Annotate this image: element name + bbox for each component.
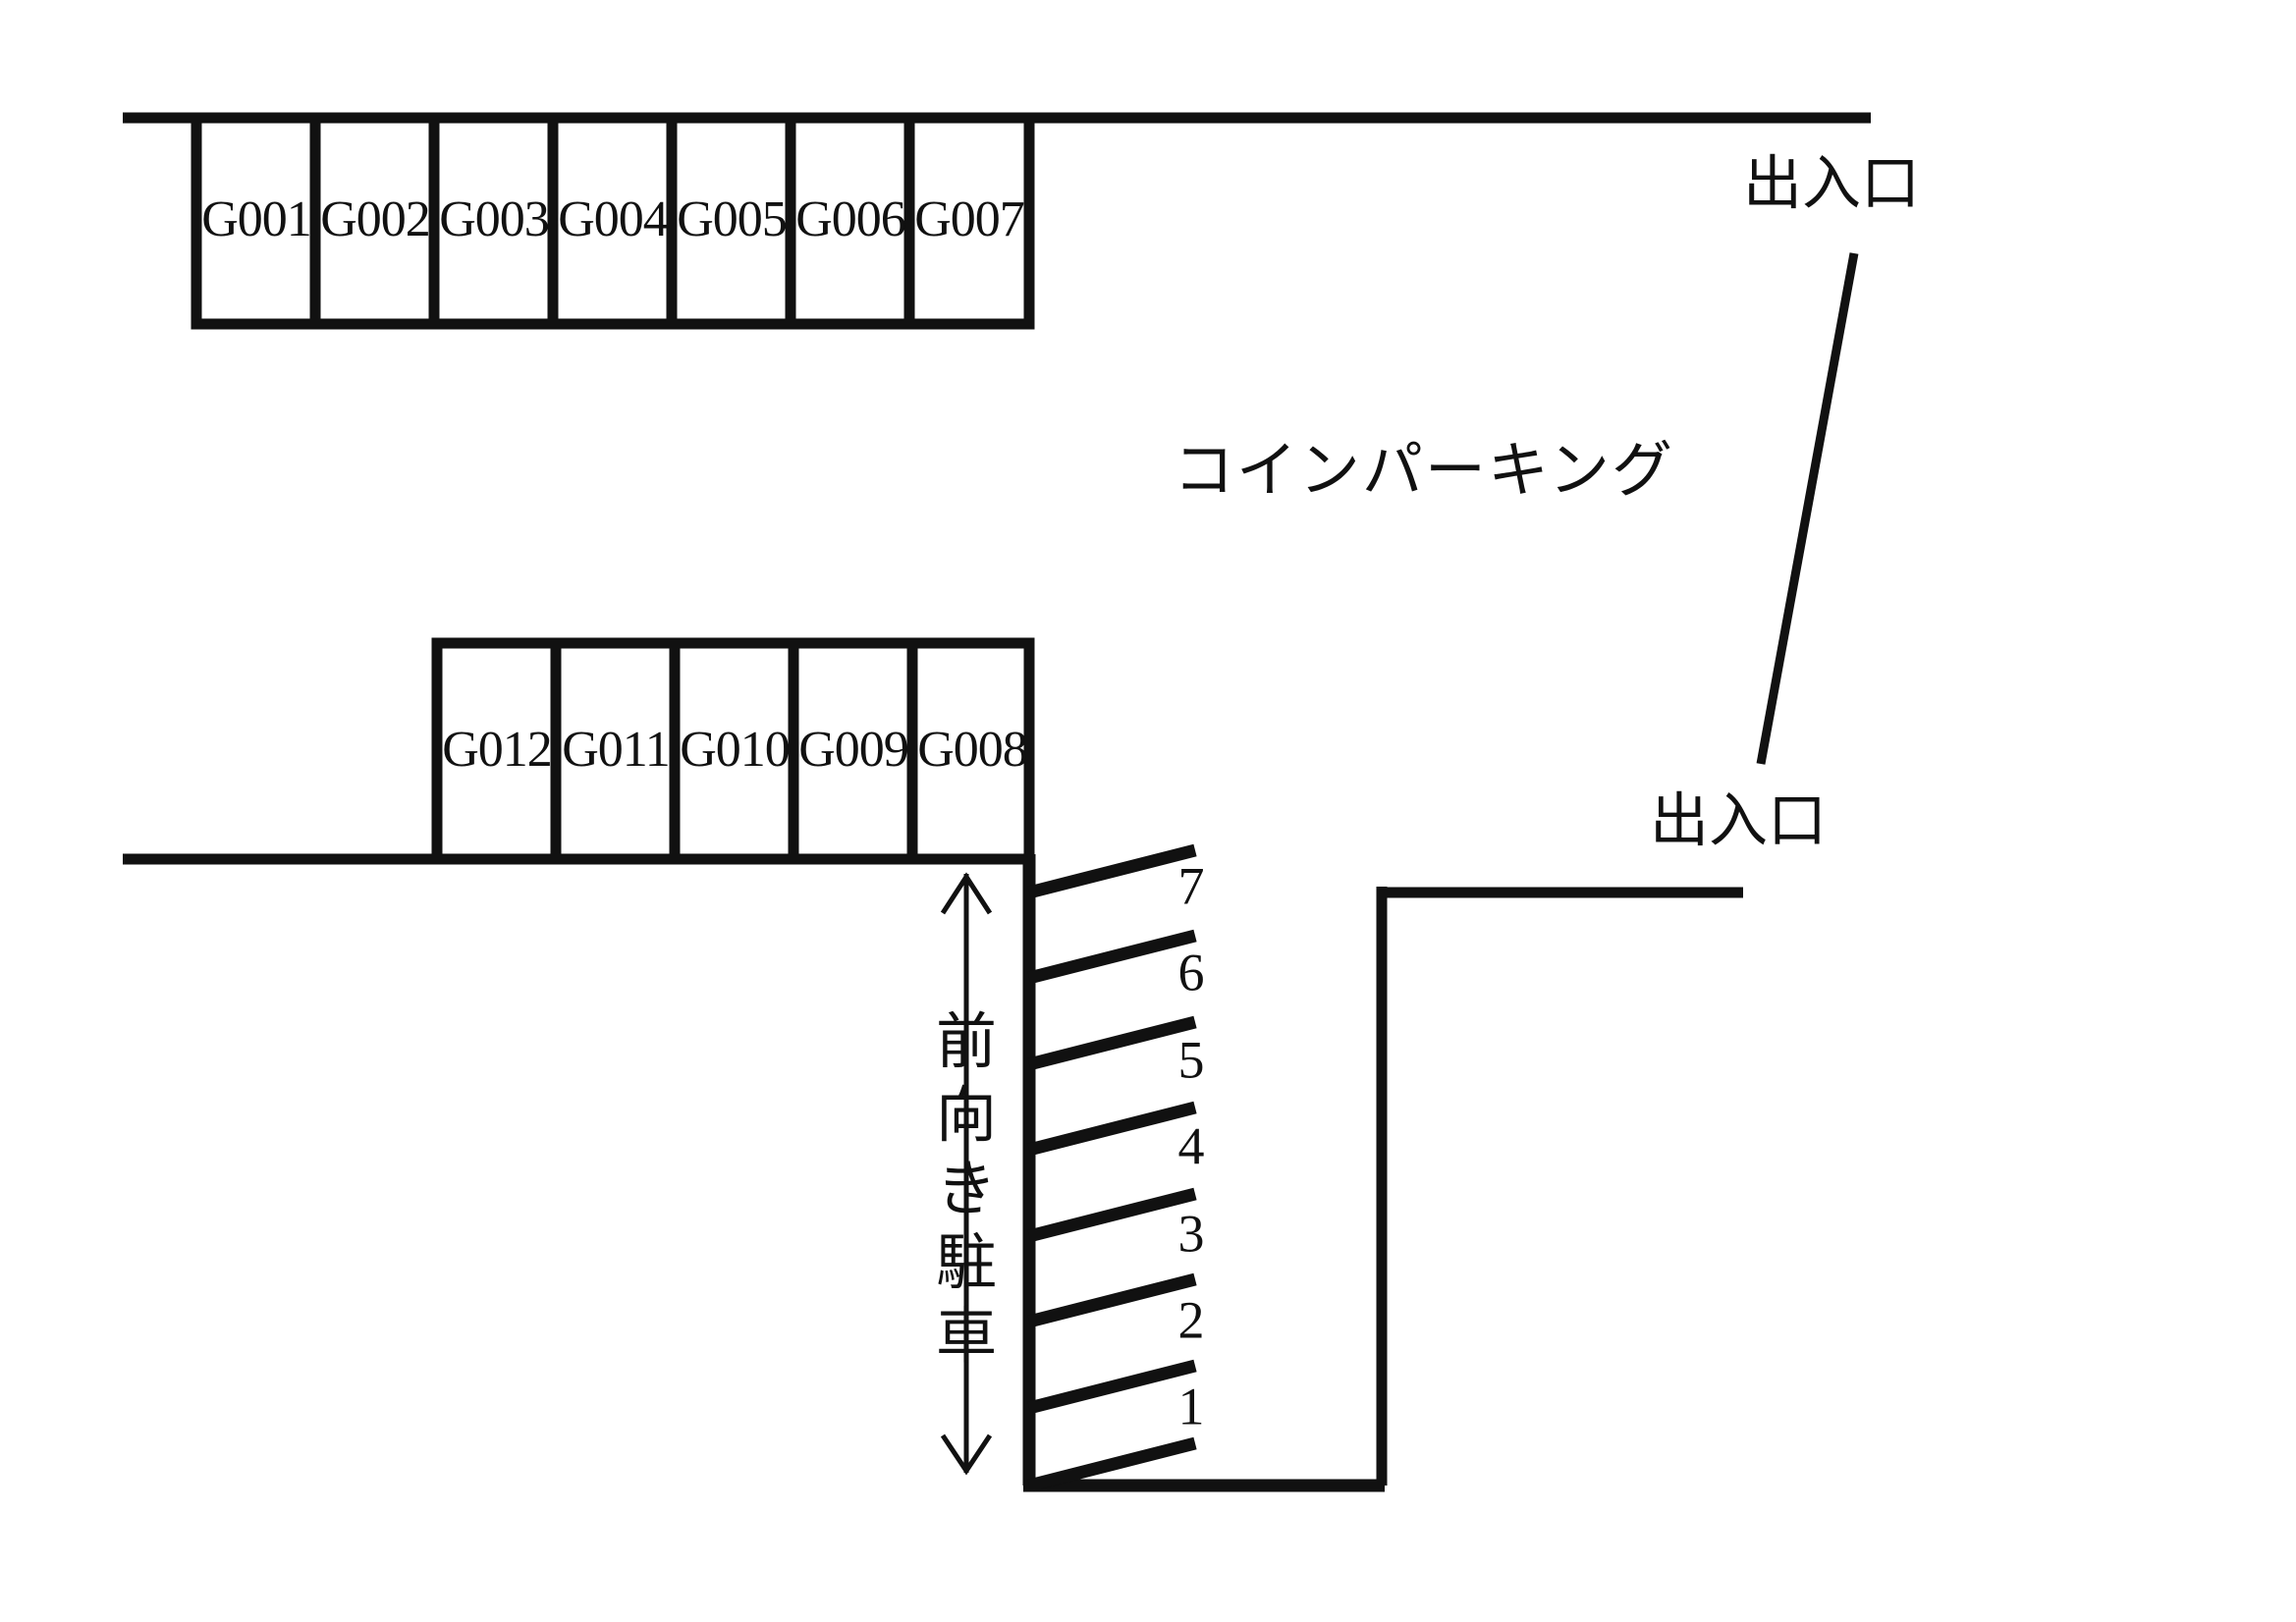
diagonal-stall-numbers: 7 6 5 4 3 2 1 [1178,856,1205,1435]
forward-parking-char-3: き [936,1153,997,1224]
forward-parking-char-5: 車 [936,1300,997,1372]
stall-label-g003: G003 [439,191,549,247]
forward-parking-arrow [940,872,993,1476]
diagonal-stall-separators [1027,843,1197,1492]
right-boundary-wall [1376,887,1743,1486]
stall-label-g005: G005 [677,191,787,247]
stall-label-g006: G006 [795,191,905,247]
diagonal-stall-label-6: 6 [1178,943,1205,1001]
upper-row-labels: G001 G002 G003 G004 G005 G006 G007 [201,191,1025,247]
upper-row-outline [191,112,1035,330]
upper-row-dividers [309,123,915,324]
stall-label-g010: G010 [680,722,790,778]
middle-row-outline [431,637,1035,865]
middle-row-labels: G012 G011 G010 G009 G008 [442,722,1028,778]
coin-parking-title: コインパーキング [1174,434,1674,506]
diagonal-stall-label-1: 1 [1178,1377,1205,1435]
forward-parking-char-1: 前 [936,1005,997,1077]
stall-label-g004: G004 [558,191,669,247]
forward-parking-char-2: 向 [936,1079,997,1151]
stall-label-g007: G007 [914,191,1024,247]
stall-label-g011: G011 [562,722,670,778]
diagonal-stall-label-2: 2 [1178,1290,1205,1349]
forward-parking-char-4: 駐 [936,1226,997,1298]
stall-label-g009: G009 [798,722,908,778]
forward-parking-label: 前 向 き 駐 車 [936,1005,997,1372]
entrance-driveway-line [1756,252,1859,765]
entrance-label-top: 出入口 [1743,150,1920,219]
middle-row-dividers [550,648,918,859]
stall-label-g008: G008 [917,722,1027,778]
stall-label-g002: G002 [320,191,430,247]
diagonal-stall-label-4: 4 [1178,1116,1205,1175]
diagonal-stall-label-3: 3 [1178,1204,1205,1263]
diagonal-stall-label-5: 5 [1178,1030,1205,1089]
entrance-label-bottom: 出入口 [1650,787,1827,856]
stall-label-g001: G001 [201,191,311,247]
stall-label-g012: G012 [442,722,552,778]
diagonal-stall-label-7: 7 [1178,856,1205,915]
